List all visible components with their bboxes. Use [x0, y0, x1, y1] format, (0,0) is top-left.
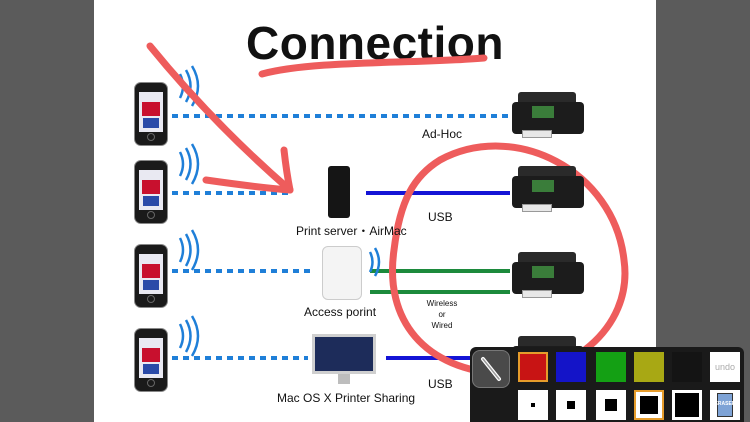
brush-size-l[interactable] — [634, 390, 664, 420]
usb-label-top: USB — [428, 210, 453, 224]
printer-device-1 — [512, 92, 584, 138]
phone-device-3 — [134, 244, 168, 308]
wifi-waves — [178, 65, 381, 357]
color-swatch-olive[interactable] — [634, 352, 664, 382]
brush-size-s[interactable] — [556, 390, 586, 420]
color-swatch-red[interactable] — [518, 352, 548, 382]
mac-computer-device — [312, 334, 376, 386]
pen-tool-button[interactable] — [472, 350, 510, 388]
access-point-label: Access porint — [304, 305, 377, 319]
color-swatch-green[interactable] — [596, 352, 626, 382]
pen-icon — [481, 357, 501, 381]
print-server-device — [328, 166, 350, 218]
print-server-label: Print server・AirMac — [296, 224, 407, 238]
presentation-slide: Connection — [94, 0, 656, 422]
wired-label: Wired — [431, 321, 453, 330]
eraser-label: ERASER — [714, 401, 736, 407]
eraser-icon — [717, 393, 733, 417]
color-swatch-black[interactable] — [672, 352, 702, 382]
access-point-device — [322, 246, 362, 300]
usb-label-bottom: USB — [428, 377, 453, 391]
mac-sharing-label: Mac OS X Printer Sharing — [277, 391, 416, 405]
adhoc-label: Ad-Hoc — [422, 127, 463, 141]
brush-size-m[interactable] — [596, 390, 626, 420]
color-swatch-blue[interactable] — [556, 352, 586, 382]
brush-size-xl[interactable] — [672, 390, 702, 420]
brush-size-xs[interactable] — [518, 390, 548, 420]
wireless-links — [172, 114, 510, 360]
or-label: or — [438, 310, 446, 319]
phone-device-4 — [134, 328, 168, 392]
wireless-label: Wireless — [426, 299, 458, 308]
printer-device-2 — [512, 166, 584, 212]
wireless-or-wired-label: Wireless or Wired — [422, 298, 462, 331]
undo-button[interactable]: undo — [710, 352, 740, 382]
printer-device-3 — [512, 252, 584, 298]
phone-device-1 — [134, 82, 168, 146]
phone-device-2 — [134, 160, 168, 224]
eraser-button[interactable]: ERASER — [710, 390, 740, 420]
